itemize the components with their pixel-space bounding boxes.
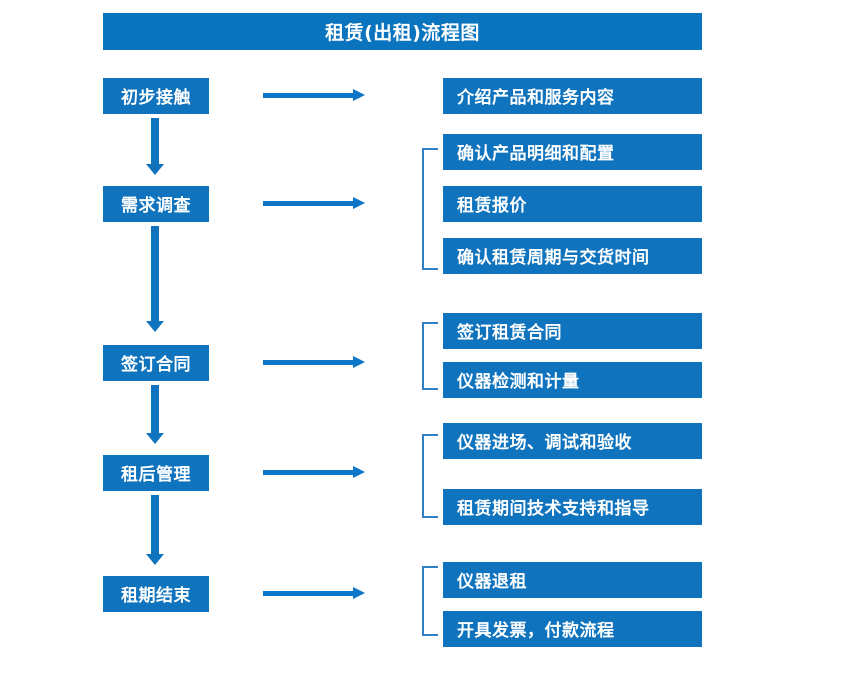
- detail-node-5-2[interactable]: 开具发票，付款流程: [443, 611, 702, 647]
- detail-node-3-2[interactable]: 仪器检测和计量: [443, 362, 702, 398]
- arrow-head: [353, 89, 365, 101]
- group-bracket-3: [422, 322, 438, 390]
- detail-node-5-1[interactable]: 仪器退租: [443, 562, 702, 598]
- detail-node-3-1[interactable]: 签订租赁合同: [443, 313, 702, 349]
- arrow-shaft: [263, 591, 355, 596]
- stage-node-5[interactable]: 租期结束: [103, 576, 209, 612]
- flowchart-title: 租赁(出租)流程图: [103, 13, 702, 50]
- stage-node-2[interactable]: 需求调查: [103, 186, 209, 222]
- down-arrow-icon-3: [146, 385, 164, 444]
- stage-node-3[interactable]: 签订合同: [103, 345, 209, 381]
- detail-node-4-1[interactable]: 仪器进场、调试和验收: [443, 423, 702, 459]
- down-arrow-icon-4: [146, 495, 164, 565]
- arrow-shaft: [263, 93, 355, 98]
- detail-node-2-2[interactable]: 租赁报价: [443, 186, 702, 222]
- arrow-head: [353, 197, 365, 209]
- arrow-shaft: [263, 360, 355, 365]
- arrow-shaft: [151, 226, 159, 321]
- detail-node-2-1[interactable]: 确认产品明细和配置: [443, 134, 702, 170]
- arrow-shaft: [263, 201, 355, 206]
- arrow-shaft: [151, 118, 159, 164]
- arrow-head: [146, 554, 164, 565]
- arrow-shaft: [151, 495, 159, 554]
- down-arrow-icon-1: [146, 118, 164, 175]
- detail-node-1-1[interactable]: 介绍产品和服务内容: [443, 78, 702, 114]
- down-arrow-icon-2: [146, 226, 164, 332]
- group-bracket-4: [422, 434, 438, 518]
- arrow-head: [146, 433, 164, 444]
- detail-node-4-2[interactable]: 租赁期间技术支持和指导: [443, 489, 702, 525]
- stage-node-1[interactable]: 初步接触: [103, 78, 209, 114]
- arrow-head: [146, 164, 164, 175]
- stage-node-4[interactable]: 租后管理: [103, 455, 209, 491]
- detail-node-2-3[interactable]: 确认租赁周期与交货时间: [443, 238, 702, 274]
- arrow-shaft: [263, 470, 355, 475]
- arrow-head: [353, 587, 365, 599]
- arrow-shaft: [151, 385, 159, 433]
- group-bracket-5: [422, 566, 438, 636]
- arrow-head: [146, 321, 164, 332]
- group-bracket-2: [422, 148, 438, 270]
- arrow-head: [353, 466, 365, 478]
- arrow-head: [353, 356, 365, 368]
